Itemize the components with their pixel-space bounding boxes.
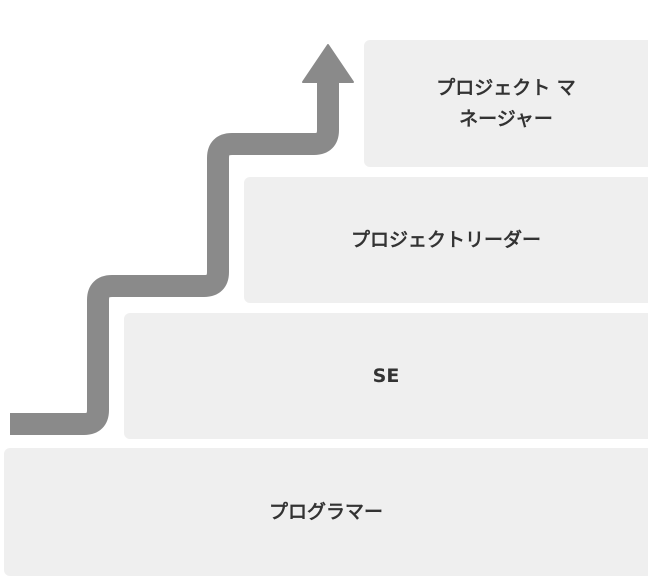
step-project-leader: プロジェクトリーダー [244,177,648,303]
step-se: SE [124,313,648,439]
step-project-manager: プロジェクト マネージャー [364,40,648,167]
step-programmer: プログラマー [4,448,648,576]
arrow-head [302,44,354,83]
step-project-manager-label: プロジェクト マネージャー [436,76,576,130]
arrow-shaft [10,80,339,435]
step-project-leader-label: プロジェクトリーダー [350,228,541,251]
step-programmer-label: プログラマー [268,500,383,523]
step-se-label: SE [372,364,400,387]
